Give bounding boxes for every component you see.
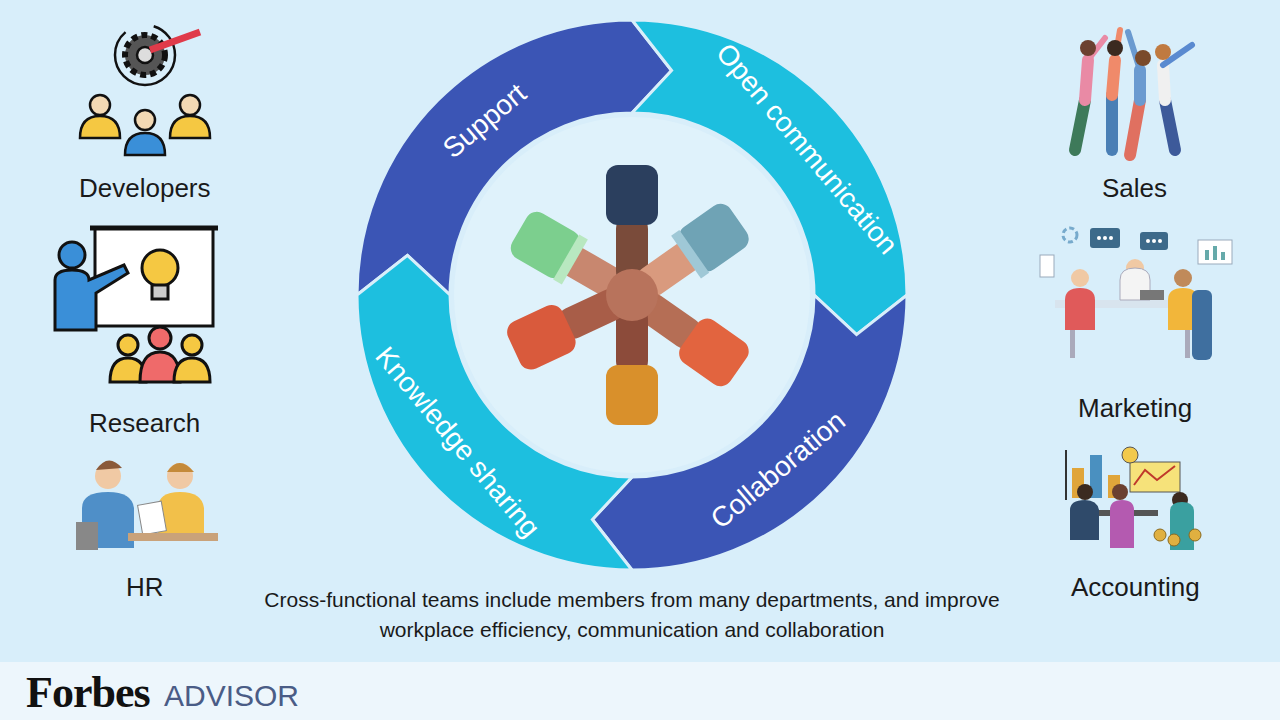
inner-circle (454, 117, 810, 473)
hr-icon (76, 460, 218, 550)
department-label: HR (126, 572, 164, 603)
department-label: Research (89, 408, 200, 439)
sales-icon (1075, 30, 1192, 155)
brand-logo-text: ADVISOR (164, 679, 299, 713)
brand-logo-text: Forbes (26, 667, 150, 718)
department-label: Marketing (1078, 393, 1192, 424)
caption: Cross-functional teams include members f… (242, 585, 1022, 645)
cycle-arrow-segment: Knowledge sharing (334, 424, 581, 459)
footer-band (0, 662, 1280, 720)
arrow-band-shape (592, 295, 907, 570)
cycle-arrow-segment: Support (432, 103, 539, 138)
hands-illustration (503, 165, 753, 425)
department-label: Accounting (1071, 572, 1200, 603)
arrow-band-shape (632, 20, 907, 335)
cycle-arrow-segment: Open communication (670, 131, 943, 166)
developers-icon (80, 25, 210, 155)
segment-label: Support (438, 78, 533, 165)
accounting-icon (1066, 447, 1201, 550)
department-label: Developers (79, 173, 211, 204)
arrow-band-shape (357, 20, 672, 295)
cycle-arrow-segment: Collaboration (692, 452, 865, 487)
arrow-band-shape (357, 255, 632, 570)
research-icon (55, 228, 218, 382)
department-label: Sales (1102, 173, 1167, 204)
marketing-icon (1040, 228, 1232, 360)
